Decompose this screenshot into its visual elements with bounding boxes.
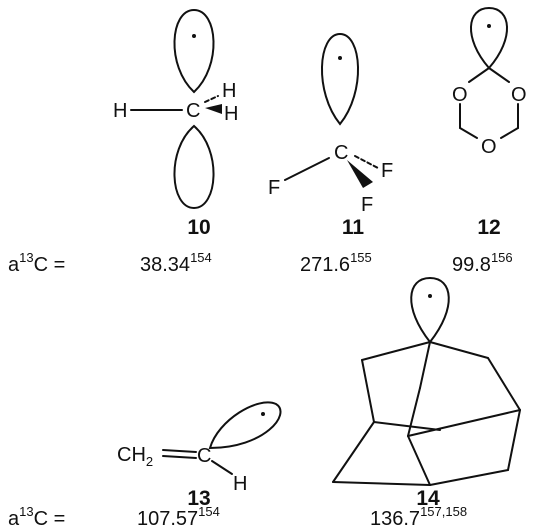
atom-f-down: F <box>361 194 373 216</box>
compound-number-10: 10 <box>187 216 210 239</box>
unpaired-electron-dot <box>261 412 265 416</box>
atom-f-left: F <box>268 177 280 199</box>
compound-number-12: 12 <box>477 216 500 239</box>
hyperfine-label-row1: a13C = <box>8 250 65 276</box>
atom-h-upper: H <box>222 80 236 102</box>
atom-h-left: H <box>113 100 127 122</box>
c-h-bond <box>211 460 233 475</box>
label-sup: 13 <box>19 250 33 265</box>
hfc-value-13: 107.57154 <box>137 504 220 527</box>
ring-bond <box>459 127 478 139</box>
adamantane-cage <box>332 341 521 486</box>
ring-bond <box>488 67 510 83</box>
structure-12: O O O <box>452 6 527 158</box>
atom-f-right: F <box>381 160 393 182</box>
sp3-orbital-lobe <box>470 6 508 70</box>
c-c-double-bond <box>162 449 197 453</box>
ring-bond <box>468 67 490 83</box>
atom-h: H <box>233 473 247 495</box>
label-c: C <box>34 254 48 276</box>
label-eq: = <box>48 254 65 276</box>
hfc-value-14: 136.7157,158 <box>370 504 467 527</box>
atom-o-bottom: O <box>481 136 497 158</box>
sp3-orbital-lobe <box>410 276 450 344</box>
structure-11: C F F F <box>268 32 393 216</box>
label-a: a <box>8 254 20 276</box>
compound-number-13: 13 <box>187 487 210 510</box>
unpaired-electron-dot <box>192 34 196 38</box>
atom-o-left: O <box>452 84 468 106</box>
compound-number-11: 11 <box>342 216 365 239</box>
atom-o-right: O <box>511 84 527 106</box>
hfc-value-11: 271.6155 <box>300 250 372 276</box>
unpaired-electron-dot <box>487 24 491 28</box>
c-h-dashed-bond <box>204 95 219 103</box>
structure-10: H C H H <box>113 8 238 210</box>
ring-bond <box>500 127 519 139</box>
atom-c: C <box>197 445 211 467</box>
c-h-wedge-bond <box>205 104 222 114</box>
c-c-double-bond <box>162 455 197 459</box>
unpaired-electron-dot <box>338 56 342 60</box>
atom-c: C <box>186 100 200 122</box>
hfc-value-10: 38.34154 <box>140 250 212 276</box>
atom-ch2: CH2 <box>117 444 153 469</box>
structure-14 <box>332 276 521 486</box>
hyperfine-label-row2: a13C = <box>8 504 65 527</box>
sp3-orbital-lobe <box>321 32 359 126</box>
p-orbital-upper-lobe <box>173 8 215 94</box>
p-orbital-lower-lobe <box>173 124 215 210</box>
atom-h-lower: H <box>224 103 238 125</box>
hfc-value-12: 99.8156 <box>452 250 513 276</box>
atom-c: C <box>334 142 348 164</box>
c-f-bond <box>284 157 330 181</box>
c-f-wedge-bond <box>347 160 373 188</box>
compound-number-14: 14 <box>416 487 440 510</box>
sp2-orbital-lobe <box>208 401 282 450</box>
unpaired-electron-dot <box>428 294 432 298</box>
c-f-dashed-bond <box>354 155 379 169</box>
structure-13: CH2 C H <box>117 401 282 495</box>
